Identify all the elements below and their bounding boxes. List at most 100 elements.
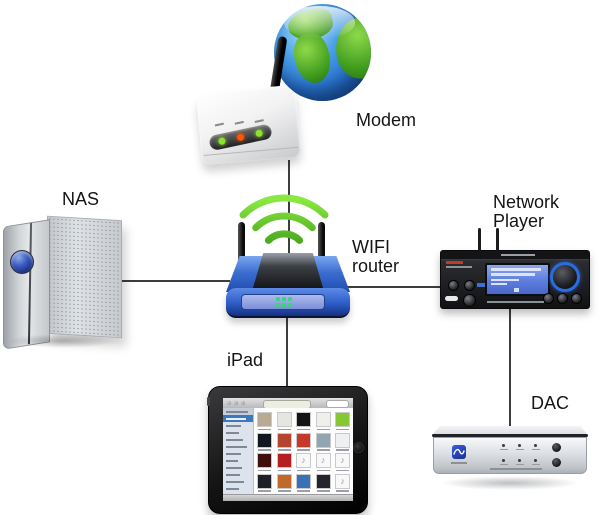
- sidebar-item-text: [226, 445, 247, 448]
- label-ipad: iPad: [227, 350, 264, 370]
- sidebar-item: [223, 429, 253, 436]
- album-art: [276, 432, 292, 448]
- sidebar-item-text: [226, 438, 243, 441]
- album-art: [257, 432, 272, 448]
- router-led: [282, 297, 286, 301]
- dac-front-text: [490, 468, 542, 470]
- ipad-side-button: [207, 397, 210, 406]
- router-led: [288, 303, 292, 307]
- album-caption: [336, 490, 349, 492]
- album-caption: [316, 469, 330, 471]
- dac-button: [552, 458, 561, 467]
- sidebar-item-text: [226, 459, 238, 462]
- player-display-pill: [445, 296, 458, 301]
- lcd-text-row: [491, 273, 535, 276]
- wifi-router-device: [226, 220, 350, 318]
- network-player-device: [440, 228, 590, 309]
- router-hatch: [252, 253, 324, 291]
- nas-device: [3, 214, 122, 350]
- album-art: [276, 412, 292, 427]
- album-caption: [277, 449, 291, 451]
- nas-grille-side: [47, 215, 122, 339]
- sidebar-item: [223, 471, 253, 478]
- album-caption: [336, 469, 349, 471]
- player-knob-small: [463, 294, 476, 307]
- album-art: [315, 473, 331, 489]
- lcd-cursor: [514, 288, 519, 292]
- player-knob-small: [543, 293, 554, 304]
- dac-led: [518, 459, 521, 462]
- dac-led: [502, 459, 505, 462]
- nas-shadow: [6, 334, 118, 348]
- player-top-text: [501, 254, 535, 256]
- router-antenna-left: [238, 222, 245, 264]
- nas-front: [3, 219, 50, 350]
- label-player-line1: Network: [493, 192, 560, 212]
- ipad-screen: ♪♪♪♪: [223, 398, 353, 501]
- dac-device: [432, 426, 588, 490]
- playback-button: [234, 401, 238, 405]
- sidebar-item: [223, 408, 253, 415]
- album-caption: [258, 449, 271, 451]
- album-art: [335, 432, 350, 448]
- lcd-text-row: [491, 268, 541, 271]
- album-caption: [297, 469, 310, 471]
- lcd-text-row: [491, 279, 519, 281]
- router-led: [276, 297, 280, 301]
- ipad-sidebar: [223, 408, 254, 495]
- album-caption: [297, 428, 310, 430]
- router-antenna-right: [318, 222, 325, 264]
- dac-led: [518, 444, 521, 447]
- dac-led-label: [515, 449, 524, 451]
- album-art: ♪: [335, 453, 350, 468]
- album-grid: ♪♪♪♪: [254, 408, 353, 495]
- home-button: [353, 442, 364, 453]
- modem-led: [217, 137, 227, 146]
- wifi-signal-icon: [239, 194, 329, 244]
- dac-top-edge: [432, 434, 588, 437]
- sidebar-item-text: [226, 410, 248, 413]
- album-art: [335, 412, 350, 427]
- player-knob-small: [557, 293, 568, 304]
- album-art: [257, 473, 272, 489]
- dac-led: [502, 444, 505, 447]
- label-player-line2: Player: [493, 211, 545, 231]
- cable-player-dac: [509, 306, 511, 428]
- album-art: [315, 412, 331, 427]
- player-brand-subtext: [446, 266, 472, 268]
- dac-led: [534, 444, 537, 447]
- cable-router-ipad: [286, 314, 288, 387]
- sidebar-item: [223, 422, 253, 429]
- player-volume-knob: [550, 262, 580, 292]
- album-caption: [316, 428, 330, 430]
- album-caption: [277, 469, 291, 471]
- album-art: ♪: [315, 453, 331, 468]
- album-caption: [316, 490, 330, 492]
- sidebar-item: [223, 457, 253, 464]
- router-led: [288, 297, 292, 301]
- label-modem: Modem: [356, 110, 417, 130]
- nas-power-button: [10, 250, 34, 274]
- cable-router-player: [347, 286, 440, 288]
- player-bottom-text: [487, 301, 544, 303]
- album-caption: [297, 490, 310, 492]
- player-knob-small: [464, 280, 475, 291]
- dac-top-face: [432, 426, 588, 435]
- label-nas: NAS: [62, 189, 100, 209]
- album-art: [296, 473, 311, 489]
- sidebar-item-text: [226, 466, 242, 469]
- album-caption: [277, 490, 291, 492]
- album-caption: [258, 490, 271, 492]
- globe-gloss: [283, 5, 356, 39]
- player-knob-small: [571, 293, 582, 304]
- album-caption: [258, 469, 271, 471]
- album-caption: [336, 428, 349, 430]
- modem-body: [196, 84, 301, 166]
- cable-modem-router: [288, 160, 290, 260]
- sidebar-item-text: [226, 480, 244, 483]
- modem-led: [236, 133, 245, 142]
- player-blue-chip: [477, 283, 486, 287]
